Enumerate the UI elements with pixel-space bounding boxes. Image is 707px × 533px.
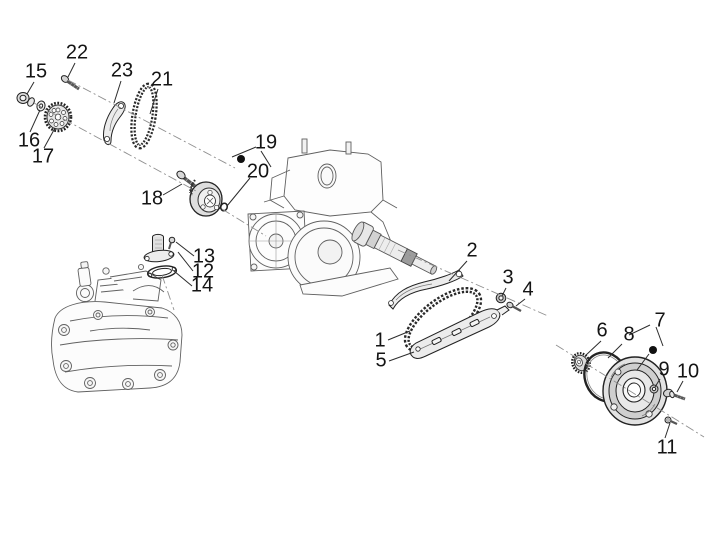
- screw-part-4: [506, 301, 522, 313]
- assembly-bullet-2: [649, 346, 657, 354]
- callout-3-label: 3: [502, 266, 514, 289]
- nut-part-9: [649, 384, 659, 394]
- assembly-bullet-1: [237, 155, 245, 163]
- callout-11-leader: [664, 422, 671, 439]
- callout-22-label: 22: [65, 41, 89, 64]
- callout-12-label: 12: [191, 260, 215, 283]
- callout-14-leader: [173, 270, 193, 287]
- callout-10-label: 10: [676, 360, 700, 383]
- callout-10-leader: [676, 380, 684, 393]
- callout-13-leader: [175, 241, 195, 257]
- screw-part-13: [168, 236, 176, 250]
- fitting-part-11: [664, 416, 678, 425]
- callout-6-leader: [584, 340, 602, 357]
- group-bracket-1: [231, 146, 257, 158]
- annotation-lines: [26, 62, 705, 439]
- callout-20-label: 20: [246, 160, 270, 183]
- centerline-2: [67, 79, 236, 169]
- group-bracket-3: [628, 324, 651, 336]
- centerline-4: [161, 274, 175, 311]
- chain-loop-part-21: [130, 82, 158, 150]
- callout-23-leader: [113, 80, 122, 104]
- pump-cover-part-7: [602, 356, 668, 426]
- callout-2-leader: [448, 260, 468, 282]
- callout-12-leader: [177, 251, 194, 272]
- callout-5-label: 5: [375, 349, 387, 372]
- bolt-part-10: [662, 388, 686, 401]
- centerline-6: [555, 344, 705, 438]
- stud-bolt-part-22: [60, 75, 80, 91]
- group-bracket-5: [636, 353, 650, 371]
- callout-3-leader: [501, 287, 507, 297]
- crankcase-drawing: [247, 138, 438, 297]
- callout-1-leader: [387, 330, 411, 341]
- engine-block-drawing: [51, 261, 183, 393]
- callout-16-leader: [29, 109, 41, 133]
- callout-15-label: 15: [24, 60, 48, 83]
- callout-4-label: 4: [522, 278, 534, 301]
- callout-9-leader: [654, 378, 661, 388]
- callout-21-label: 21: [150, 68, 174, 91]
- gasket-part-14: [146, 265, 178, 279]
- sprocket-part-17: [43, 101, 73, 133]
- callout-2-label: 2: [466, 239, 478, 262]
- callout-23-label: 23: [110, 59, 134, 82]
- callout-17-leader: [43, 127, 56, 149]
- callout-11-label: 11: [656, 436, 678, 459]
- flange-bolt-part-15: [16, 92, 35, 107]
- callout-9-label: 9: [658, 358, 670, 381]
- centerline-5: [397, 249, 549, 317]
- callout-1-label: 1: [374, 329, 386, 352]
- tensioner-arm-part-23: [103, 101, 126, 146]
- nut-part-3: [495, 292, 507, 304]
- callout-7-label: 7: [654, 309, 666, 332]
- callout-8-leader: [607, 343, 623, 359]
- oil-pump-part-19: [189, 179, 223, 217]
- callout-14-label: 14: [190, 274, 214, 297]
- callout-13-label: 13: [192, 245, 216, 268]
- group-bracket-2: [260, 150, 272, 168]
- washer-part-16: [36, 100, 46, 112]
- callout-18-leader: [162, 183, 183, 196]
- callout-5-leader: [388, 351, 415, 362]
- group-bracket-4: [655, 326, 664, 347]
- oil-valve-part-12: [143, 233, 175, 263]
- callout-17-label: 17: [31, 145, 55, 168]
- centerline-3: [221, 208, 267, 237]
- callout-19-label: 19: [254, 131, 278, 154]
- callout-21-leader: [149, 88, 159, 115]
- callout-15-leader: [26, 81, 35, 95]
- centerline-1: [33, 102, 197, 192]
- chain-guide-part-2: [388, 269, 464, 310]
- callout-8-label: 8: [623, 323, 635, 346]
- o-ring-part-20: [219, 202, 229, 212]
- callout-22-leader: [67, 62, 76, 78]
- callout-6-label: 6: [596, 319, 608, 342]
- callout-16-label: 16: [17, 129, 41, 152]
- tensioner-blade-part-5: [409, 305, 510, 359]
- callout-20-leader: [226, 177, 251, 207]
- callout-18-label: 18: [140, 187, 164, 210]
- callout-4-leader: [515, 298, 526, 307]
